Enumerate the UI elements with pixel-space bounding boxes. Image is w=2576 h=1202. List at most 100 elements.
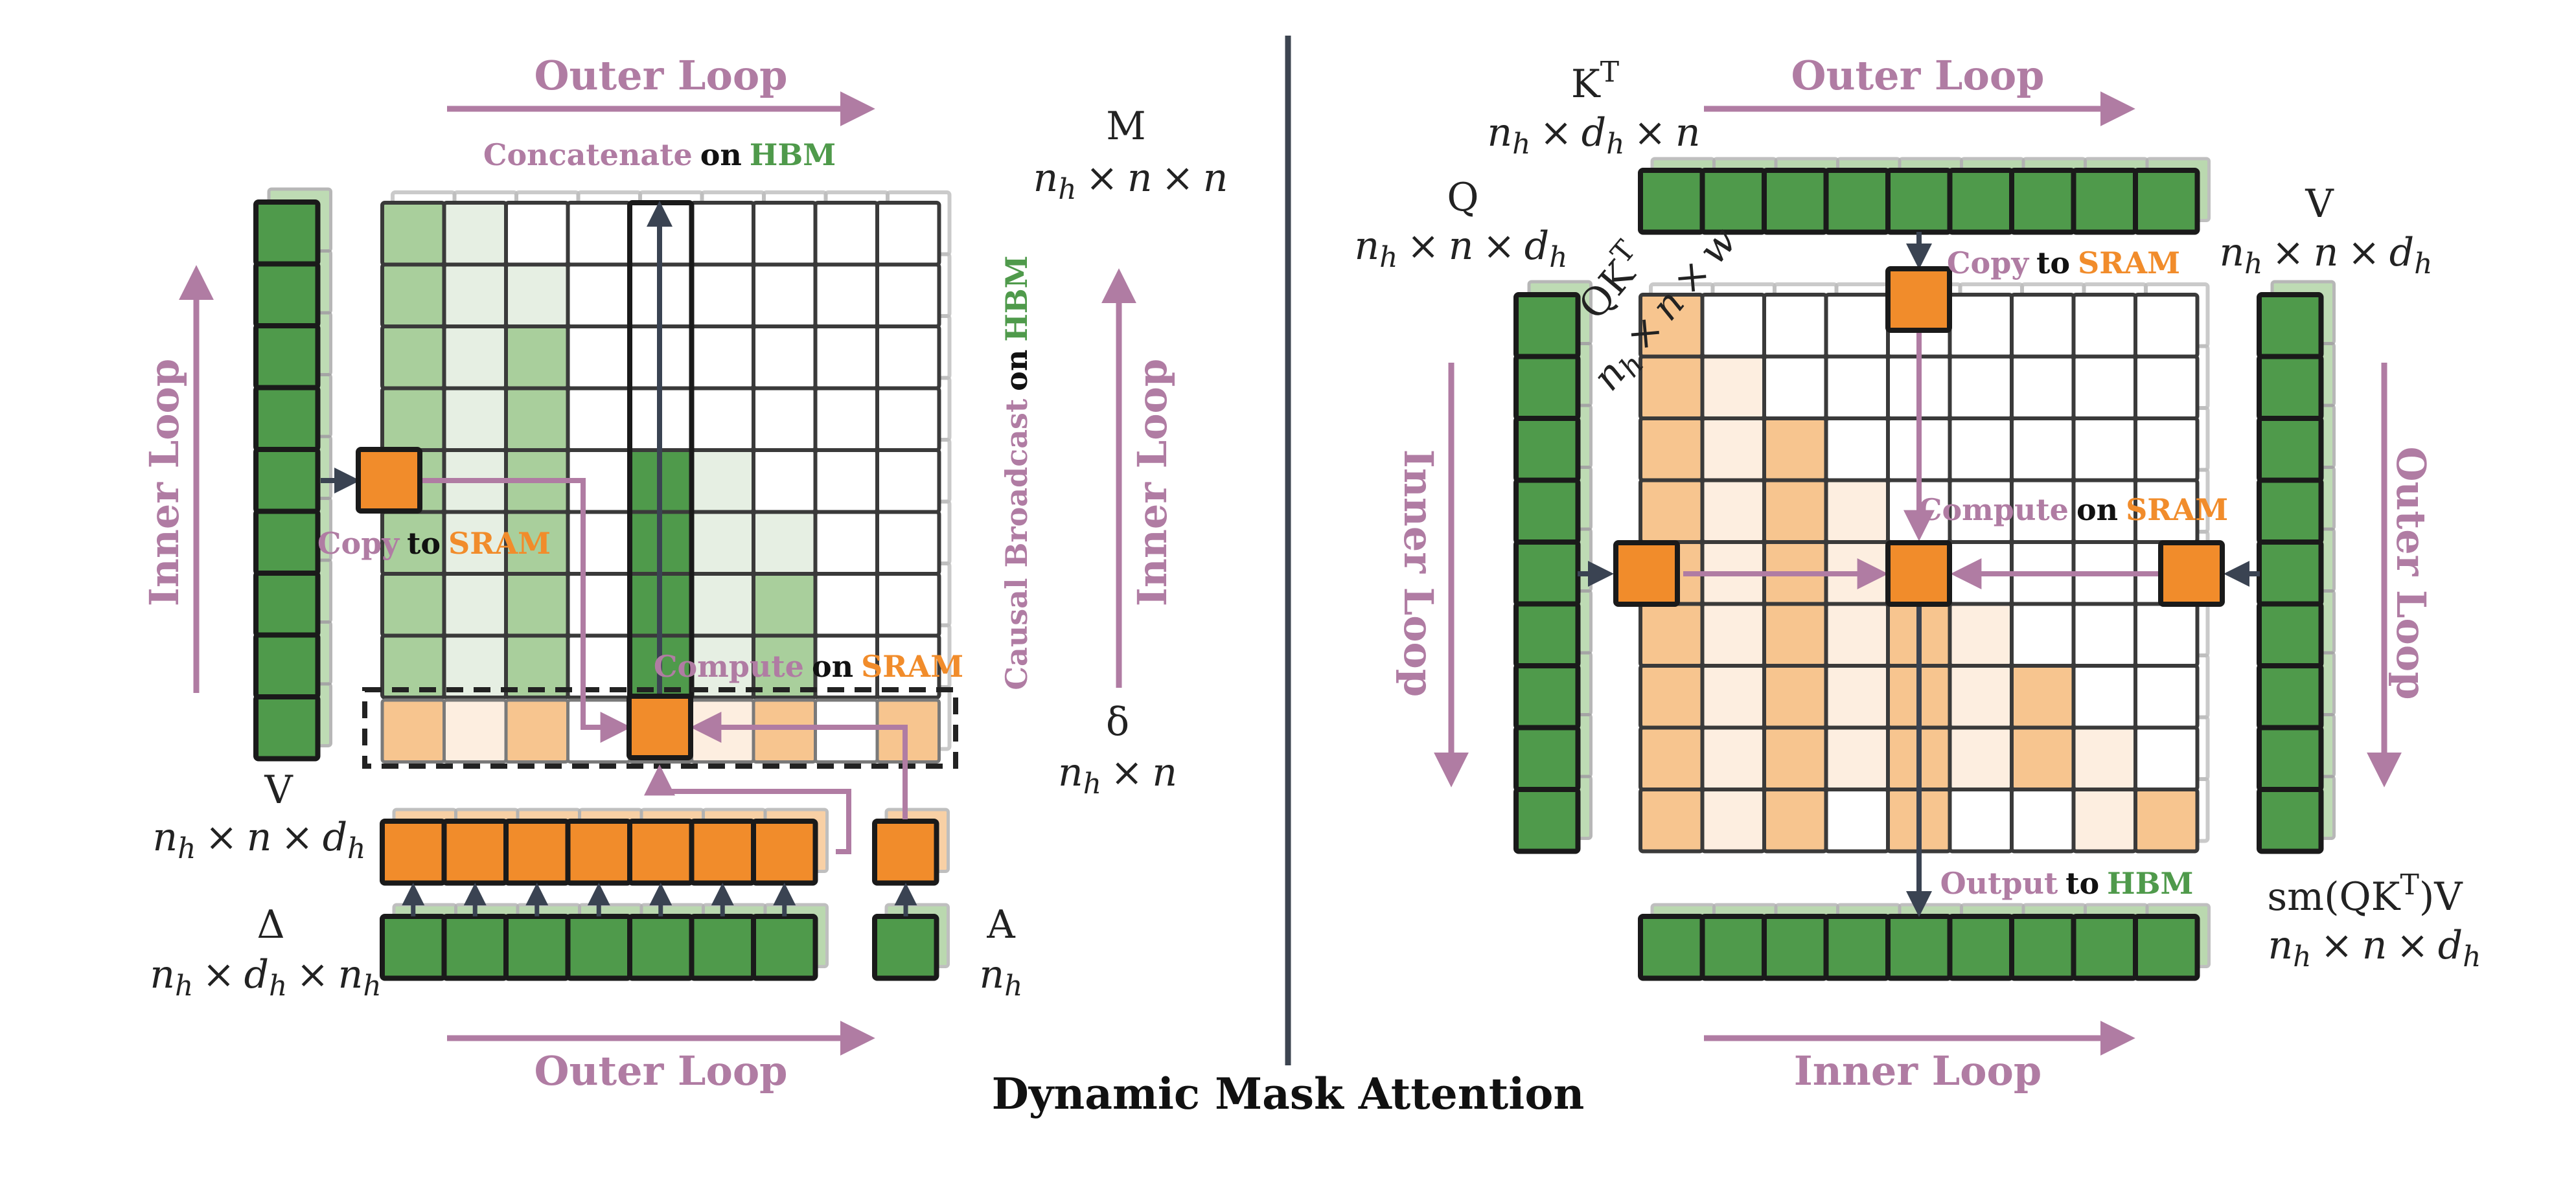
left-delta-small-dims: nh×n: [1058, 750, 1177, 800]
left-panel: Outer Loop Outer Loop Inner Loop Inner L…: [141, 52, 1228, 1094]
right-grid-cell: [1639, 664, 1705, 730]
right-v-cell: [2257, 787, 2324, 854]
right-grid-cell: [2071, 293, 2137, 359]
left-grid-cell: [566, 201, 632, 267]
right-grid-cell: [1700, 788, 1766, 854]
right-q-cell: [1513, 725, 1581, 792]
right-grid-cell: [1700, 416, 1766, 482]
figure-title: Dynamic Mask Attention: [992, 1069, 1585, 1119]
right-v-cell: [2257, 601, 2324, 668]
left-v-cell: [253, 694, 321, 762]
left-grid-cell: [442, 262, 508, 328]
left-grid-cell: [442, 572, 508, 638]
right-grid-cell: [2071, 788, 2137, 854]
left-orange-cell: [565, 819, 632, 886]
right-grid-cell: [1762, 478, 1828, 544]
left-grid-cell: [813, 201, 879, 267]
right-grid-cell: [1762, 354, 1828, 420]
left-orange-row-cell: [875, 698, 941, 764]
left-grid-cell: [689, 324, 755, 391]
left-grid-cell: [380, 324, 446, 391]
right-grid-cell: [1948, 293, 2014, 359]
right-kt-cell: [1885, 168, 1953, 235]
right-grid-cell: [1639, 725, 1705, 791]
right-grid-cell: [2133, 293, 2200, 359]
right-v-label: V: [2305, 181, 2334, 227]
left-compute-block: [627, 694, 693, 760]
left-grid-cell: [875, 510, 941, 576]
right-q-cell: [1513, 539, 1581, 607]
left-inner-loop-left-label: Inner Loop: [141, 359, 188, 607]
right-grid-cell: [1700, 478, 1766, 544]
left-orange-cell: [751, 819, 818, 886]
right-inner-loop-left-label: Inner Loop: [1395, 449, 1442, 697]
left-a-orange-cell: [872, 819, 939, 886]
right-v-dims: nh×n×dh: [2220, 230, 2433, 280]
right-output-cell: [2133, 914, 2200, 981]
left-grid-cell: [566, 386, 632, 452]
right-grid-cell: [2133, 354, 2200, 420]
right-grid-cell: [1639, 788, 1705, 854]
right-inner-loop-bottom-label: Inner Loop: [1794, 1047, 2042, 1094]
left-grid-cell: [875, 201, 941, 267]
left-grid-cell: [813, 386, 879, 452]
right-output-row: [1638, 903, 2211, 981]
right-q-label: Q: [1447, 175, 1478, 220]
right-grid-cell: [1948, 788, 2014, 854]
left-a-flow-arrow: [690, 712, 908, 819]
left-grid-cell: [813, 262, 879, 328]
left-orange-row-cell: [443, 698, 508, 764]
left-grid-cell: [752, 201, 818, 267]
right-grid-cell: [1700, 725, 1766, 791]
left-a-dims: nh: [980, 952, 1023, 1003]
left-v-cell: [253, 199, 321, 267]
left-delta-flow-arrow: [644, 764, 851, 854]
left-orange-cell: [380, 819, 447, 886]
right-output-tensor-dims: nh×n×dh: [2268, 923, 2481, 973]
left-orange-cell: [689, 819, 756, 886]
right-grid-cell: [1762, 725, 1828, 791]
left-grid-cell: [875, 633, 941, 699]
left-grid-cell: [689, 201, 755, 267]
left-grid-cell: [813, 324, 879, 391]
right-v-cell: [2257, 416, 2324, 483]
left-orange-row-cell: [752, 698, 817, 764]
left-v-dims: nh×n×dh: [153, 815, 366, 865]
right-v-cell: [2257, 292, 2324, 359]
right-grid-cell: [1639, 416, 1705, 482]
left-grid-cell: [813, 572, 879, 638]
left-orange-row-cell: [504, 698, 569, 764]
right-q-cell: [1513, 477, 1581, 545]
right-v-cell: [2257, 725, 2324, 792]
left-cap-delta-dims: nh×dh×nh: [150, 952, 381, 1003]
left-delta-cell: [503, 914, 571, 981]
right-output-cell: [1762, 914, 1829, 981]
left-grid-cell: [380, 201, 446, 267]
right-grid-cell: [1948, 725, 2014, 791]
right-grid-cell: [1762, 293, 1828, 359]
right-grid-cell: [1700, 602, 1766, 668]
left-grid-cell: [875, 572, 941, 638]
left-grid-cell: [875, 262, 941, 328]
left-orange-cell: [627, 819, 695, 886]
left-v-cell: [253, 571, 321, 638]
right-grid-cell: [2071, 725, 2137, 791]
left-delta-cell: [689, 914, 756, 981]
right-q-cell: [1513, 663, 1581, 731]
left-delta-small-label: δ: [1106, 699, 1129, 745]
right-grid-cell: [2133, 602, 2200, 668]
left-v-cell: [253, 447, 321, 514]
left-delta-cell: [751, 914, 818, 981]
right-grid-cell: [1824, 293, 1890, 359]
right-output-cell: [1885, 914, 1953, 981]
right-grid-cell: [2071, 664, 2137, 730]
left-copy-flow-arrow: [421, 478, 632, 743]
right-q-dims: nh×n×dh: [1355, 223, 1568, 274]
left-grid-cell: [566, 262, 632, 328]
left-grid-cell: [566, 510, 632, 576]
left-grid-cell: [752, 448, 818, 514]
right-kt-cell: [1947, 168, 2014, 235]
